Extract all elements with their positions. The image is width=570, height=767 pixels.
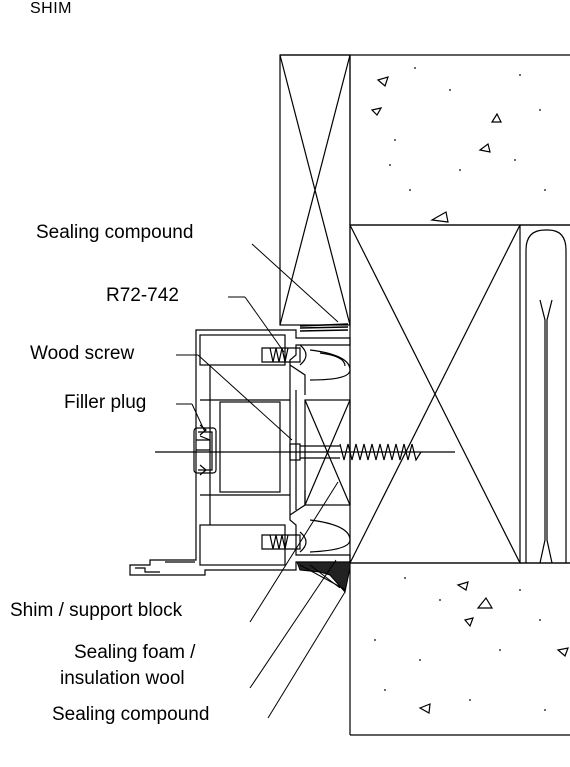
lower-concrete-wall: [349, 562, 570, 736]
lower-self-tapping-screw: [261, 519, 351, 553]
label-sealing-compound-top: Sealing compound: [36, 222, 194, 243]
sealing-compound-top-fill: [299, 323, 349, 332]
concrete-aggregate-upper: [370, 76, 502, 223]
label-sealing-foam: Sealing foam /: [74, 642, 196, 663]
frame-timber: [349, 224, 521, 564]
diagram-title: SHIM: [30, 0, 72, 17]
leader-lines: [176, 243, 346, 719]
upper-self-tapping-screw: [261, 344, 351, 381]
label-r72-742: R72-742: [106, 285, 179, 306]
label-insulation-wool: insulation wool: [60, 668, 185, 689]
label-filler-plug: Filler plug: [64, 392, 147, 413]
upper-timber-stud: [279, 54, 351, 326]
upper-concrete-wall: [280, 54, 570, 226]
wood-screw: [155, 443, 455, 462]
door-leaf-profile: [520, 224, 570, 564]
concrete-aggregate-lower: [418, 581, 569, 714]
label-sealing-compound-bottom: Sealing compound: [52, 704, 210, 725]
aluminium-profile: [129, 329, 351, 576]
concrete-speckles: [374, 67, 546, 711]
label-wood-screw: Wood screw: [30, 343, 135, 364]
label-shim-support-block: Shim / support block: [10, 600, 183, 621]
sealing-foam-fill: [296, 561, 351, 594]
